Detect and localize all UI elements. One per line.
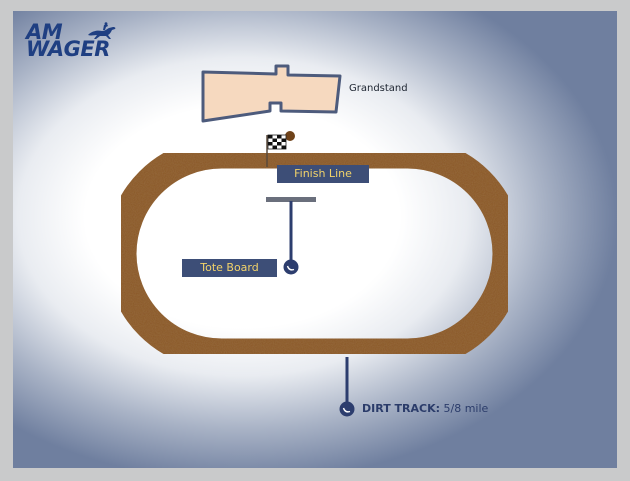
tote-board-bar bbox=[266, 197, 316, 202]
grandstand-label: Grandstand bbox=[349, 83, 408, 94]
checkered-flag-icon bbox=[266, 134, 287, 167]
tote-board-marker bbox=[283, 259, 299, 275]
dirt-track-title: DIRT TRACK: bbox=[362, 402, 441, 415]
grandstand-building bbox=[201, 64, 342, 123]
am-wager-logo: AM WAGER bbox=[26, 22, 121, 60]
dirt-track-marker bbox=[339, 401, 355, 417]
tote-board-label: Tote Board bbox=[182, 259, 277, 277]
dirt-track-oval bbox=[105, 137, 524, 370]
logo-am-text: AM bbox=[26, 20, 63, 44]
dirt-track-length: 5/8 mile bbox=[443, 402, 489, 415]
horse-rider-icon bbox=[88, 22, 116, 39]
finish-post bbox=[285, 131, 295, 141]
dirt-marker-glyph bbox=[342, 407, 351, 413]
dirt-track-label: DIRT TRACK: 5/8 mile bbox=[362, 402, 488, 415]
tote-marker-glyph bbox=[286, 265, 295, 271]
logo-wager-text: WAGER bbox=[26, 37, 110, 61]
finish-line-label: Finish Line bbox=[277, 165, 369, 183]
